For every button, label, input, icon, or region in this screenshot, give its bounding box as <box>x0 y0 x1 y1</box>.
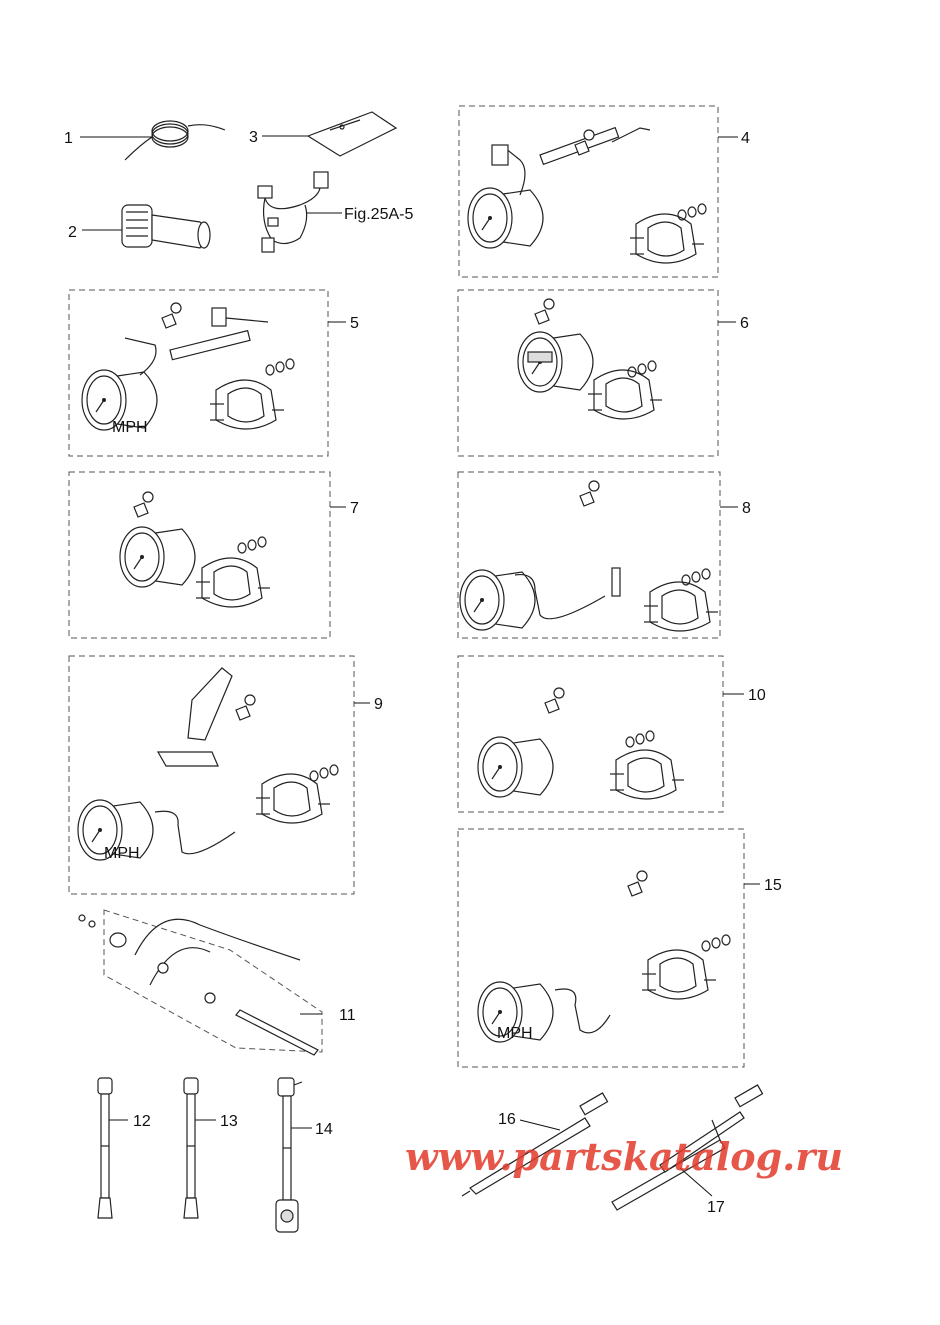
group-box-11 <box>103 909 323 1053</box>
probe-part-16 <box>461 1092 609 1197</box>
group-box-15 <box>457 828 745 1068</box>
callout-2: 2 <box>68 224 77 241</box>
callout-4: 4 <box>741 130 750 147</box>
hull-sensor-part-11 <box>78 914 319 1056</box>
callout-5: 5 <box>350 315 359 332</box>
callout-6: 6 <box>740 315 749 332</box>
group-box-8 <box>457 471 721 639</box>
group-box-10 <box>457 655 724 813</box>
gauge-assembly-9: MPH <box>77 667 339 862</box>
gauge-assembly-15: MPH <box>477 870 731 1043</box>
coiled-tube-part-1 <box>124 120 226 161</box>
hose-fitting-part-2 <box>121 204 211 249</box>
gauge-assembly-5: MPH <box>81 302 295 436</box>
callout-16: 16 <box>498 1111 516 1128</box>
wire-harness-fig <box>257 171 329 253</box>
callout-12: 12 <box>133 1113 151 1130</box>
cable-part-13 <box>183 1077 199 1219</box>
pouch-part-3 <box>306 111 398 157</box>
callout-7: 7 <box>350 500 359 517</box>
callout-15: 15 <box>764 877 782 894</box>
callout-3: 3 <box>249 129 258 146</box>
group-box-4 <box>458 105 719 278</box>
callout-9: 9 <box>374 696 383 713</box>
callout-11: 11 <box>339 1007 356 1024</box>
gauge-face-mph-15: MPH <box>497 1025 533 1042</box>
callout-13: 13 <box>220 1113 238 1130</box>
cable-part-14 <box>275 1077 303 1233</box>
gauge-assembly-8 <box>459 480 719 632</box>
callout-17: 17 <box>707 1199 725 1216</box>
group-box-7 <box>68 471 331 639</box>
group-box-9 <box>68 655 355 895</box>
gauge-assembly-4 <box>467 126 707 264</box>
group-box-5 <box>68 289 329 457</box>
callout-10: 10 <box>748 687 766 704</box>
callout-8: 8 <box>742 500 751 517</box>
group-box-6 <box>457 289 719 457</box>
probe-part-17 <box>611 1084 764 1211</box>
gauge-face-mph-9: MPH <box>104 845 140 862</box>
callout-14: 14 <box>315 1121 333 1138</box>
gauge-assembly-7 <box>119 491 271 608</box>
gauge-assembly-6 <box>517 298 663 420</box>
callout-1: 1 <box>64 130 73 147</box>
gauge-assembly-10 <box>477 687 685 800</box>
gauge-face-mph-5: MPH <box>112 419 148 436</box>
figure-ref: Fig.25A-5 <box>344 206 413 223</box>
watermark-text: www.partskatalog.ru <box>405 1134 843 1179</box>
cable-part-12 <box>97 1077 113 1219</box>
